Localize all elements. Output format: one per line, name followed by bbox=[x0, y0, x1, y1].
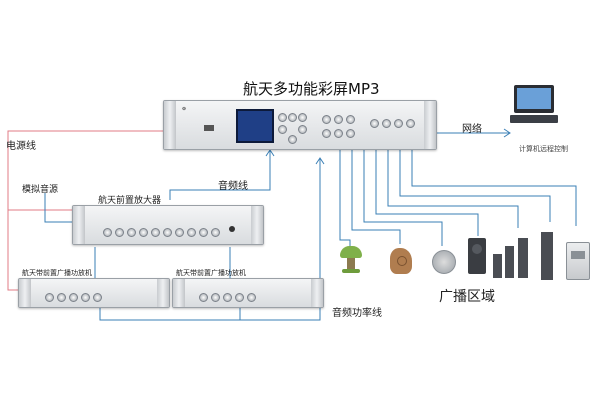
tall-column-speaker-icon-2 bbox=[541, 232, 553, 280]
audio-line-label: 音频线 bbox=[218, 181, 248, 192]
column-speaker-icon bbox=[493, 254, 502, 278]
network-label: 网络 bbox=[462, 124, 482, 135]
amp-left-label: 航天带前置广播功放机 bbox=[22, 269, 92, 277]
broadcast-zone-label: 广播区域 bbox=[439, 289, 495, 305]
analog-line-path bbox=[44, 193, 72, 223]
paging-console-icon bbox=[566, 242, 590, 280]
audio-line-path bbox=[169, 150, 271, 200]
tall-column-speaker-icon bbox=[518, 238, 528, 278]
computer-monitor-icon bbox=[510, 85, 558, 125]
main-mp3-unit: ⊙ bbox=[163, 100, 437, 150]
analog-source-label: 模拟音源 bbox=[22, 185, 59, 195]
audio-power-line-label: 音频功率线 bbox=[332, 308, 382, 319]
audio-line-arrow bbox=[265, 149, 275, 157]
diagram-title: 航天多功能彩屏MP3 bbox=[243, 80, 380, 98]
audio-power-arrow bbox=[315, 157, 325, 165]
lcd-screen bbox=[236, 109, 274, 143]
rock-speaker-icon bbox=[390, 248, 412, 274]
amplifier-left-unit bbox=[18, 278, 170, 308]
audio-power-line-path bbox=[99, 158, 321, 321]
usb-port bbox=[204, 125, 214, 131]
preamp-label: 航天前置放大器 bbox=[98, 196, 162, 206]
pc-control-label: 计算机远程控制 bbox=[519, 145, 568, 153]
column-speaker-icon-2 bbox=[505, 246, 514, 278]
wall-box-speaker-icon bbox=[468, 238, 486, 274]
lawn-mushroom-speaker-icon bbox=[340, 246, 362, 274]
amplifier-right-unit bbox=[172, 278, 324, 308]
power-line-label: 电源线 bbox=[6, 141, 36, 152]
ceiling-speaker-icon bbox=[432, 250, 456, 274]
brand-logo: ⊙ bbox=[182, 106, 187, 112]
network-arrow bbox=[503, 128, 511, 138]
amp-right-label: 航天带前置广播功放机 bbox=[176, 269, 246, 277]
preamp-unit bbox=[72, 205, 264, 245]
